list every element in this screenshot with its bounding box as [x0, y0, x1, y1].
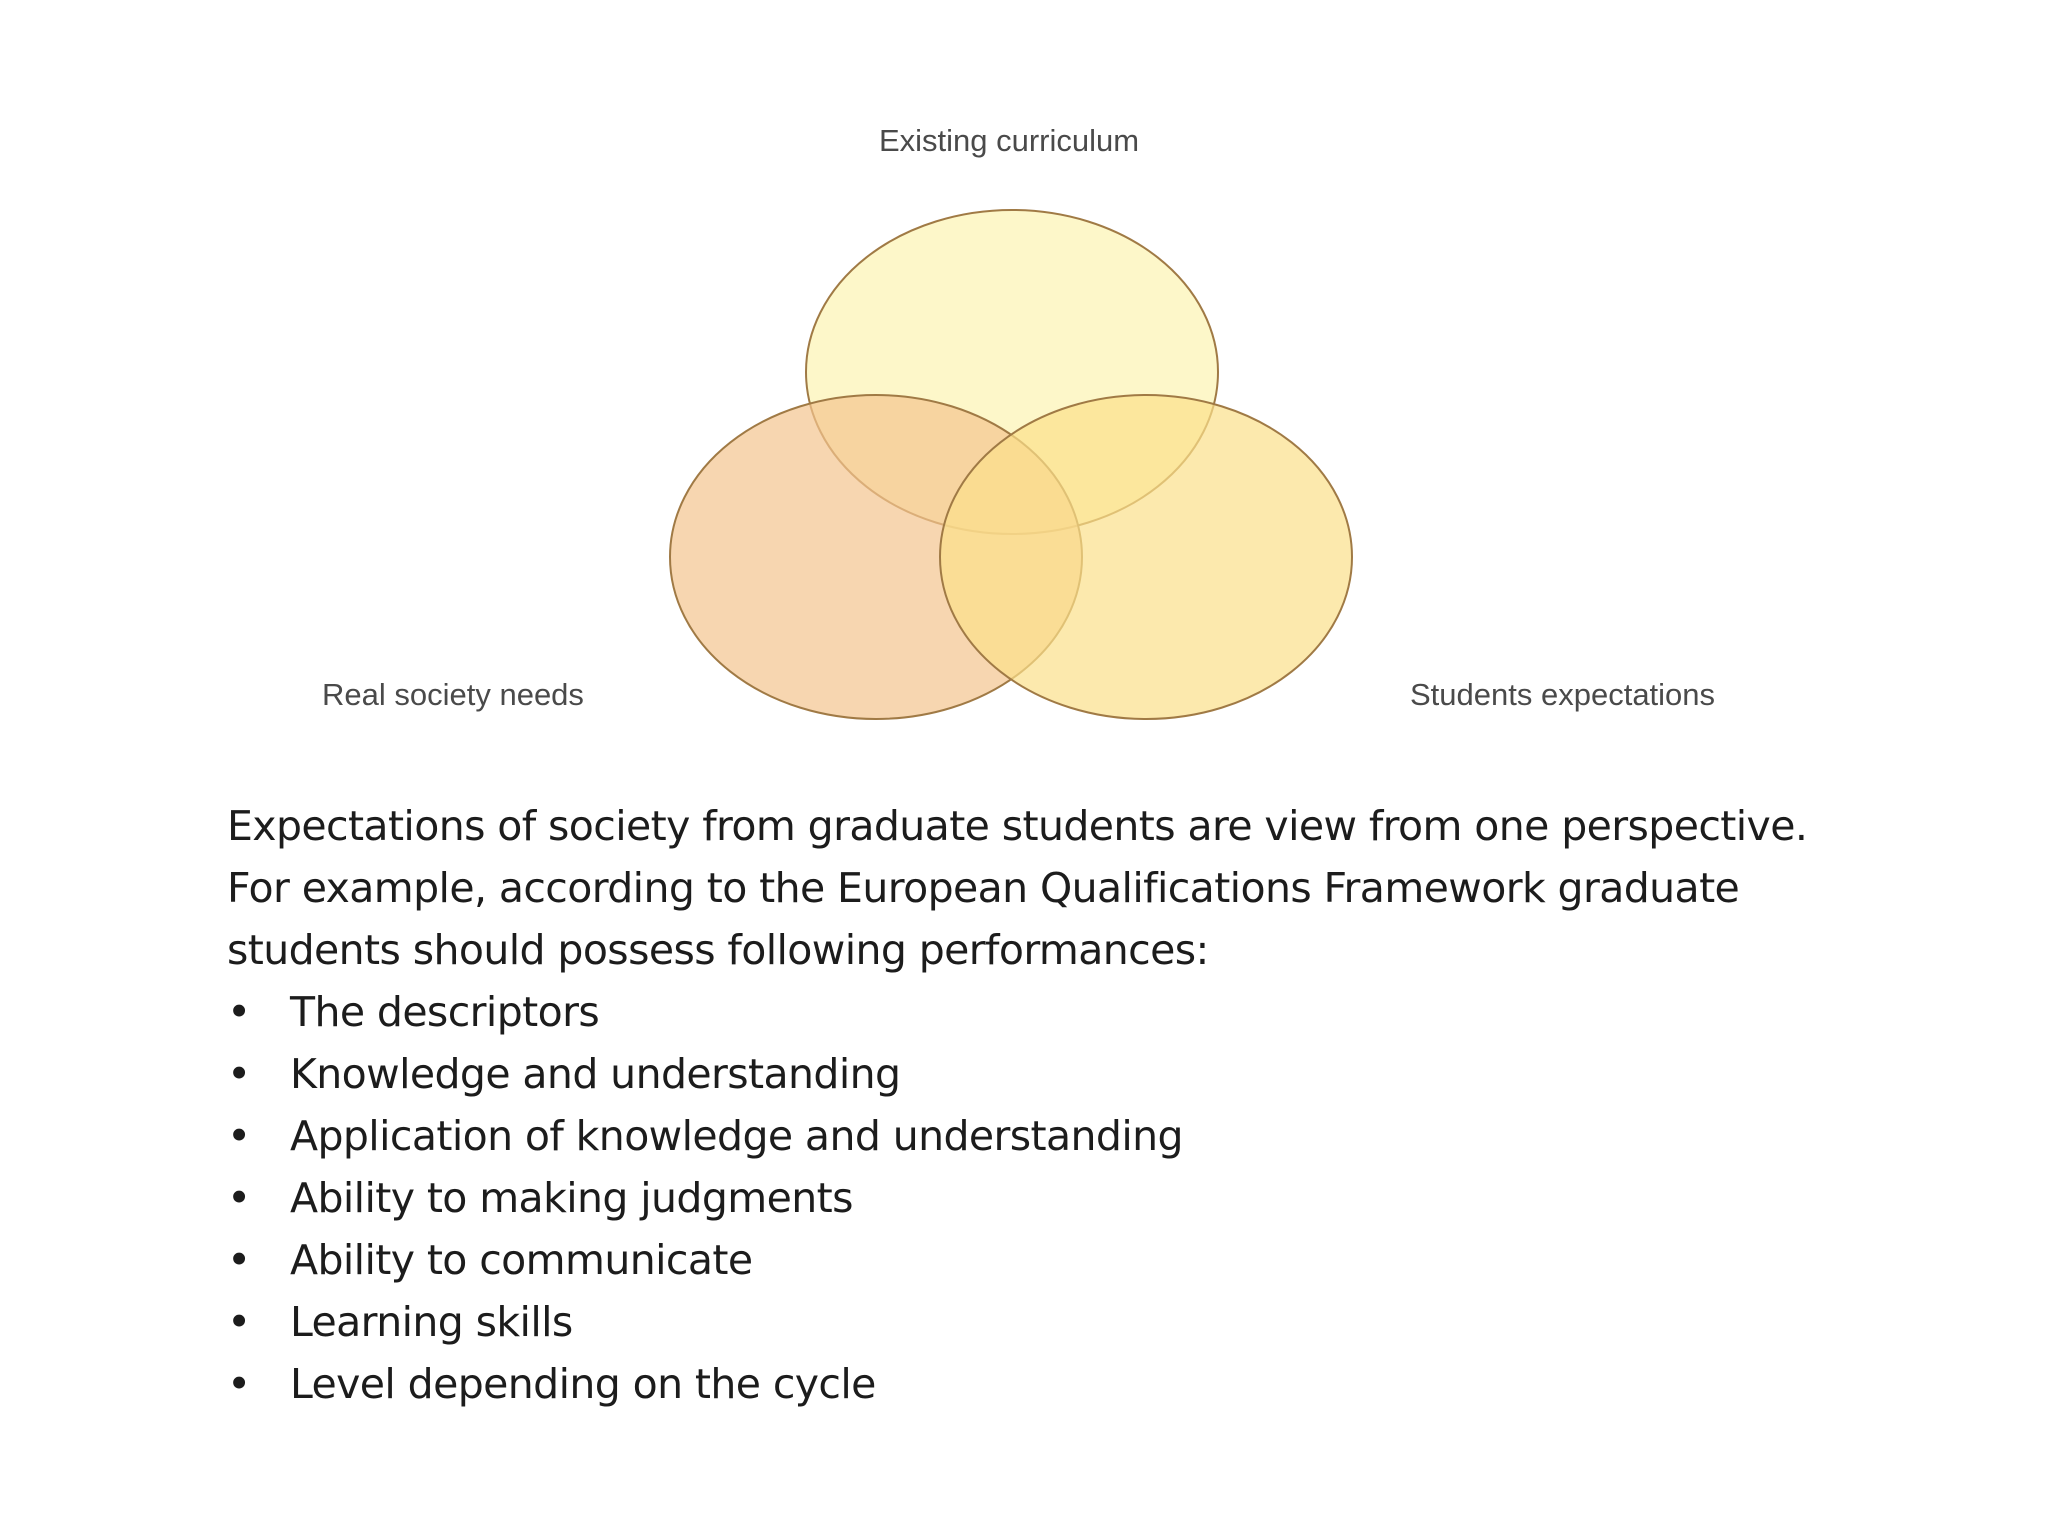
- bullet-item: • Level depending on the cycle: [227, 1353, 2007, 1415]
- bullet-icon: •: [227, 988, 251, 1036]
- bullet-list: • The descriptors • Knowledge and unders…: [227, 981, 2007, 1415]
- bullet-text: Level depending on the cycle: [290, 1360, 876, 1408]
- bullet-item: • Application of knowledge and understan…: [227, 1105, 2007, 1167]
- bullet-icon: •: [227, 1174, 251, 1222]
- label-existing-curriculum: Existing curriculum: [879, 123, 1139, 158]
- bullet-text: Application of knowledge and understandi…: [290, 1112, 1184, 1160]
- intro-paragraph: Expectations of society from graduate st…: [227, 795, 2007, 981]
- intro-line: Expectations of society from graduate st…: [227, 802, 1808, 850]
- venn-svg: Existing curriculum Real society needs S…: [322, 123, 1715, 720]
- bullet-text: The descriptors: [290, 988, 600, 1036]
- venn-diagram: Existing curriculum Real society needs S…: [322, 123, 1715, 720]
- bullet-text: Knowledge and understanding: [290, 1050, 901, 1098]
- slide-text: Expectations of society from graduate st…: [227, 795, 2007, 1415]
- bullet-icon: •: [227, 1236, 251, 1284]
- bullet-item: • The descriptors: [227, 981, 2007, 1043]
- bullet-item: • Ability to communicate: [227, 1229, 2007, 1291]
- bullet-item: • Learning skills: [227, 1291, 2007, 1353]
- label-real-society-needs: Real society needs: [322, 677, 584, 712]
- intro-line: For example, according to the European Q…: [227, 864, 1740, 912]
- bullet-text: Ability to making judgments: [290, 1174, 853, 1222]
- bullet-text: Learning skills: [290, 1298, 573, 1346]
- bullet-item: • Ability to making judgments: [227, 1167, 2007, 1229]
- bullet-icon: •: [227, 1112, 251, 1160]
- intro-line: students should possess following perfor…: [227, 926, 1209, 974]
- circle-students-expectations: [939, 394, 1353, 720]
- bullet-icon: •: [227, 1050, 251, 1098]
- bullet-text: Ability to communicate: [290, 1236, 753, 1284]
- bullet-icon: •: [227, 1298, 251, 1346]
- bullet-icon: •: [227, 1360, 251, 1408]
- label-students-expectations: Students expectations: [1410, 677, 1715, 712]
- bullet-item: • Knowledge and understanding: [227, 1043, 2007, 1105]
